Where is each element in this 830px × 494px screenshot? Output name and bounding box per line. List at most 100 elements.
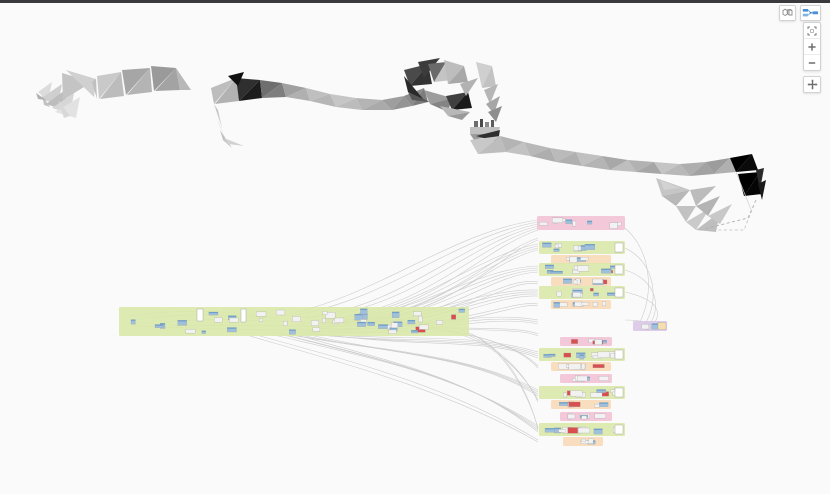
graph-node[interactable] — [451, 314, 457, 320]
graph-node[interactable] — [325, 312, 336, 319]
graph-node[interactable] — [597, 351, 610, 358]
graph-node[interactable] — [581, 302, 590, 306]
graph-node[interactable] — [590, 288, 594, 292]
graph-node[interactable] — [214, 317, 223, 323]
graph-group[interactable] — [537, 216, 625, 230]
graph-node[interactable] — [563, 392, 568, 398]
graph-group[interactable] — [551, 277, 611, 286]
graph-node[interactable] — [577, 375, 588, 382]
graph-group[interactable] — [539, 386, 625, 399]
graph-node[interactable] — [616, 222, 622, 226]
graph-output-panel[interactable] — [614, 424, 624, 435]
graph-node[interactable] — [594, 403, 600, 408]
graph-node[interactable] — [609, 222, 618, 229]
geometry-view-icon[interactable] — [780, 6, 795, 20]
graph-group[interactable] — [551, 362, 611, 371]
graph-node[interactable] — [572, 220, 577, 227]
graph-node[interactable] — [594, 413, 606, 419]
graph-group[interactable] — [551, 400, 611, 409]
graph-group[interactable] — [119, 307, 469, 336]
view-mode-group[interactable] — [779, 5, 796, 21]
graph-group[interactable] — [560, 412, 612, 421]
graph-output-panel[interactable] — [614, 242, 624, 253]
graph-node[interactable] — [572, 270, 580, 274]
zoom-controls[interactable] — [803, 22, 821, 93]
graph-node[interactable] — [601, 301, 606, 307]
graph-node[interactable] — [436, 320, 443, 325]
graph-panel-node[interactable] — [240, 308, 247, 323]
graph-group[interactable] — [539, 286, 625, 299]
graph-group[interactable] — [539, 423, 625, 436]
graph-node[interactable] — [598, 376, 609, 381]
graph-node[interactable] — [256, 311, 267, 317]
graph-node[interactable] — [592, 302, 598, 307]
node-graph-icon[interactable] — [801, 6, 820, 20]
graph-node[interactable] — [592, 278, 603, 284]
graph-node[interactable] — [590, 392, 603, 398]
graph-node[interactable] — [594, 339, 603, 345]
fit-to-screen-icon[interactable] — [804, 23, 820, 39]
graph-node[interactable] — [567, 427, 579, 434]
graph-node[interactable] — [282, 320, 288, 326]
graph-node[interactable] — [571, 339, 578, 344]
graph-parameter-node[interactable] — [657, 322, 667, 330]
graph-output-panel[interactable] — [614, 287, 624, 298]
graph-node[interactable] — [413, 311, 422, 317]
graph-node[interactable] — [258, 318, 263, 322]
move-crosshair-icon[interactable] — [803, 76, 821, 93]
graph-output-panel[interactable] — [614, 349, 624, 360]
plus-icon[interactable] — [804, 39, 820, 55]
graph-group[interactable] — [551, 300, 611, 309]
graph-node[interactable] — [563, 352, 572, 358]
graph-node[interactable] — [577, 265, 590, 272]
graph-node[interactable] — [185, 329, 196, 334]
graph-node[interactable] — [572, 292, 581, 298]
graph-node[interactable] — [334, 317, 345, 323]
graph-node[interactable] — [322, 318, 326, 323]
graph-node[interactable] — [275, 309, 286, 316]
graph-node[interactable] — [592, 364, 605, 368]
graph-node[interactable] — [388, 329, 397, 334]
graph-output-panel[interactable] — [614, 387, 624, 398]
graph-node[interactable] — [567, 413, 576, 419]
graph-node[interactable] — [641, 324, 649, 330]
graph-node[interactable] — [310, 320, 319, 326]
graph-node[interactable] — [391, 322, 398, 329]
graph-node[interactable] — [569, 256, 578, 263]
graph-group[interactable] — [563, 437, 603, 446]
graph-node[interactable] — [581, 363, 586, 370]
graph-group[interactable] — [560, 374, 612, 383]
graph-group[interactable] — [560, 337, 612, 346]
graph-group[interactable] — [539, 241, 625, 254]
graph-node[interactable] — [580, 256, 589, 261]
graph-node[interactable] — [568, 363, 581, 370]
graph-node[interactable] — [312, 327, 321, 332]
graph-mode-group[interactable] — [800, 5, 821, 21]
graph-panel-node[interactable] — [196, 308, 204, 322]
graph-group[interactable] — [539, 263, 625, 276]
graph-node[interactable] — [570, 390, 583, 397]
graph-output-panel[interactable] — [614, 264, 624, 275]
graph-node[interactable] — [554, 244, 559, 249]
graph-node[interactable] — [577, 427, 591, 434]
graph-node[interactable] — [552, 217, 563, 223]
graph-node[interactable] — [229, 317, 239, 323]
graph-node[interactable] — [556, 291, 562, 297]
graph-node[interactable] — [539, 221, 548, 226]
graph-node[interactable] — [292, 316, 301, 322]
graph-node[interactable] — [419, 324, 429, 330]
graph-node[interactable] — [418, 315, 423, 323]
graph-group[interactable] — [633, 321, 667, 331]
graph-node[interactable] — [572, 279, 578, 285]
graph-node[interactable] — [568, 401, 581, 407]
graph-node[interactable] — [610, 353, 615, 359]
graph-node[interactable] — [322, 311, 328, 315]
graph-node[interactable] — [588, 438, 594, 444]
minus-icon[interactable] — [804, 55, 820, 70]
graph-node[interactable] — [581, 415, 587, 420]
view-toolbar[interactable] — [779, 5, 821, 21]
graph-group[interactable] — [539, 348, 625, 361]
graph-node[interactable] — [581, 438, 586, 443]
